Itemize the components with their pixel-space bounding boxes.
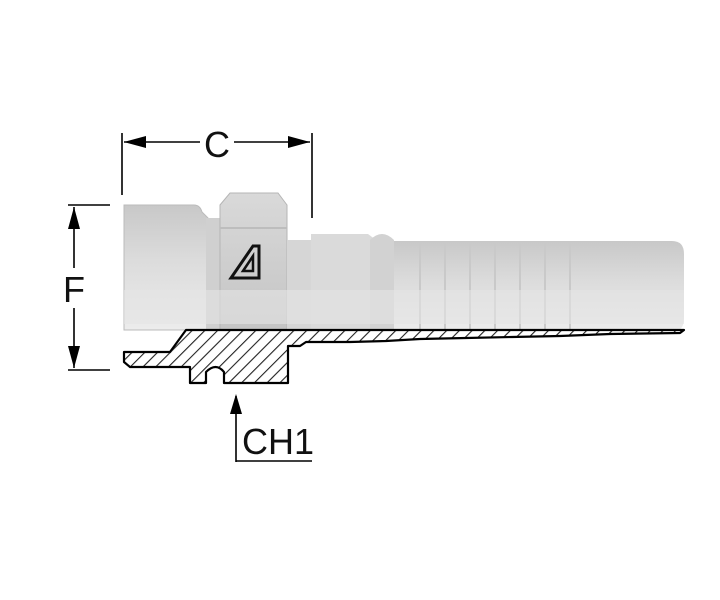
arrow-f-top (68, 207, 80, 229)
arrow-f-bottom (68, 346, 80, 368)
fitting-body (123, 192, 684, 333)
dimension-ch1-label: CH1 (242, 421, 314, 462)
dimension-f-label: F (63, 269, 85, 310)
section-hatch (122, 328, 686, 385)
arrow-c-left (124, 136, 146, 148)
dimension-c-label: C (204, 124, 230, 165)
bore-band (124, 290, 684, 324)
arrow-ch1 (230, 394, 242, 414)
triangle-logo-icon (228, 244, 261, 280)
arrow-c-right (288, 136, 310, 148)
